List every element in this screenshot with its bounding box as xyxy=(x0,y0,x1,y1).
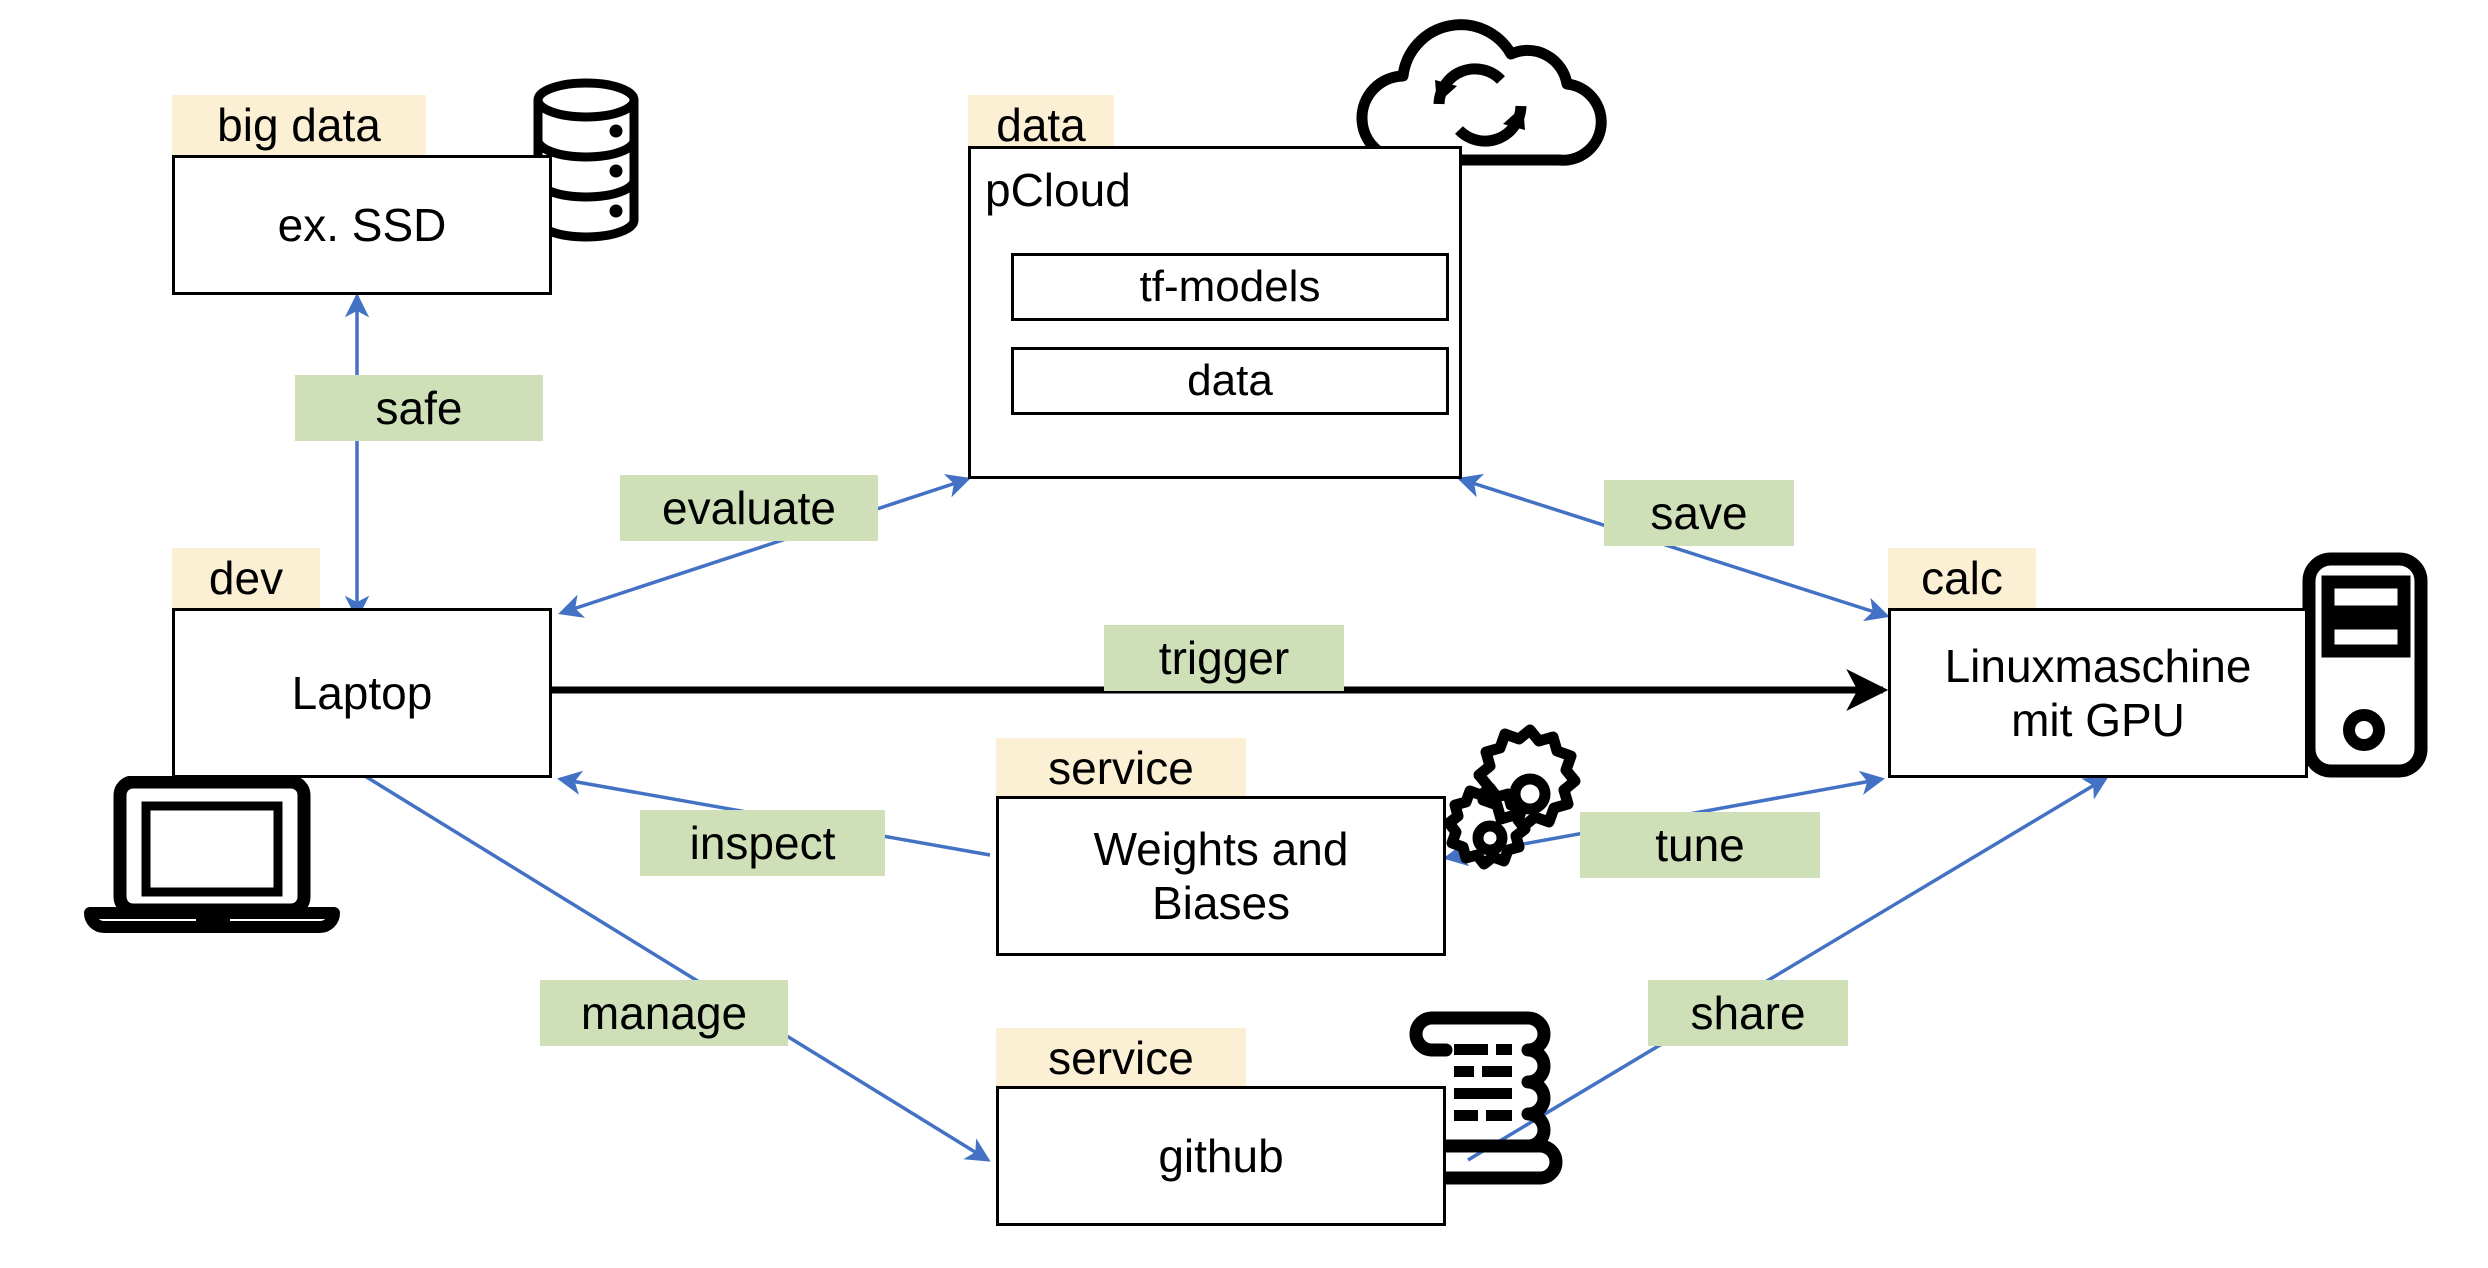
edge-label-save-text: save xyxy=(1650,487,1748,539)
node-pcloud-child-data-label: data xyxy=(1187,356,1273,406)
tag-github: service xyxy=(996,1028,1246,1088)
node-github-label: github xyxy=(1158,1129,1284,1182)
node-linuxmaschine-label-line1: Linuxmaschine xyxy=(1944,639,2252,692)
gears-icon xyxy=(1443,724,1581,870)
tag-github-label: service xyxy=(1048,1032,1194,1084)
tag-calc-label: calc xyxy=(1921,552,2003,604)
node-weights-and-biases-label-line1: Weights and xyxy=(1093,822,1349,875)
tag-pcloud: data xyxy=(968,95,1114,155)
edge-label-evaluate: evaluate xyxy=(620,475,878,541)
edge-label-inspect: inspect xyxy=(640,810,885,876)
tag-dev-label: dev xyxy=(208,552,284,604)
edge-label-share: share xyxy=(1648,980,1848,1046)
edge-label-share-text: share xyxy=(1690,987,1806,1039)
edge-label-safe-text: safe xyxy=(375,382,463,434)
edge-share-connector xyxy=(1467,776,2109,1162)
edge-label-evaluate-text: evaluate xyxy=(662,482,836,534)
node-linuxmaschine[interactable]: Linuxmaschine mit GPU xyxy=(1888,608,2308,778)
node-weights-and-biases-label-line2: Biases xyxy=(1151,877,1291,929)
node-pcloud-child-tf-models-label: tf-models xyxy=(1139,262,1321,312)
node-github[interactable]: github xyxy=(996,1086,1446,1226)
edge-label-trigger-text: trigger xyxy=(1158,632,1290,684)
tag-pcloud-label: data xyxy=(996,99,1086,151)
edge-label-tune: tune xyxy=(1580,812,1820,878)
edge-label-safe: safe xyxy=(295,375,543,441)
node-laptop-label: Laptop xyxy=(291,666,433,719)
node-big-data[interactable]: ex. SSD xyxy=(172,155,552,295)
edge-label-trigger: trigger xyxy=(1104,625,1344,691)
edge-manage-connector xyxy=(359,771,991,1162)
desktop-tower-icon xyxy=(2302,552,2428,778)
tag-wandb-label: service xyxy=(1048,742,1194,794)
node-linuxmaschine-label-line2: mit GPU xyxy=(2011,694,2185,746)
edge-label-save: save xyxy=(1604,480,1794,546)
tag-calc: calc xyxy=(1888,548,2036,608)
cloud-sync-icon xyxy=(1356,19,1607,166)
node-pcloud[interactable]: pCloud tf-models data xyxy=(968,146,1462,479)
edge-label-tune-text: tune xyxy=(1655,819,1745,871)
tag-dev: dev xyxy=(172,548,320,608)
edge-save-connector xyxy=(1457,473,1890,622)
edge-label-manage: manage xyxy=(540,980,788,1046)
edge-evaluate-connector xyxy=(558,474,971,618)
node-laptop[interactable]: Laptop xyxy=(172,608,552,778)
node-big-data-label: ex. SSD xyxy=(277,198,447,251)
edge-label-inspect-text: inspect xyxy=(689,817,836,869)
node-weights-and-biases[interactable]: Weights and Biases xyxy=(996,796,1446,956)
tag-big-data: big data xyxy=(172,95,426,155)
tag-big-data-label: big data xyxy=(217,99,381,151)
laptop-icon xyxy=(84,776,340,933)
node-pcloud-child-tf-models[interactable]: tf-models xyxy=(1011,253,1449,321)
node-pcloud-child-data[interactable]: data xyxy=(1011,347,1449,415)
edge-label-manage-text: manage xyxy=(580,987,748,1039)
node-pcloud-label: pCloud xyxy=(985,164,1131,216)
tag-wandb: service xyxy=(996,738,1246,798)
